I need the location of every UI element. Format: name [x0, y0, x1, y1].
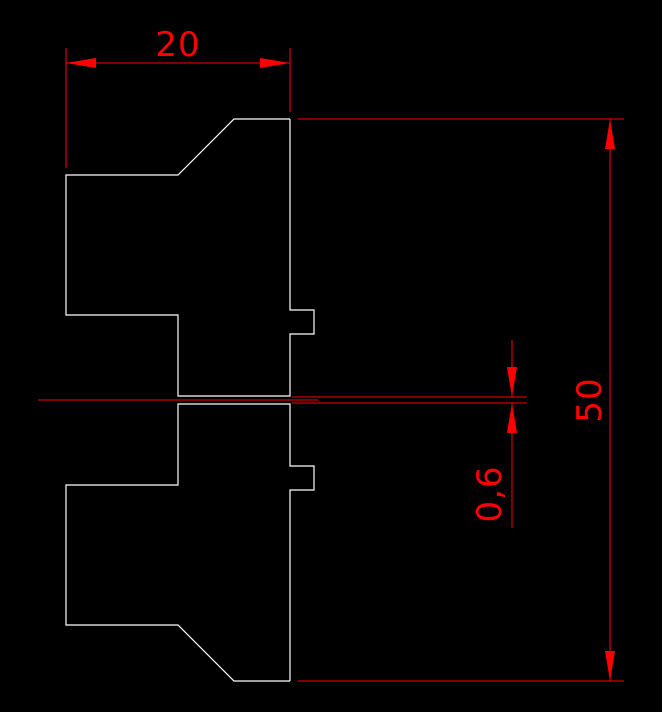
height-arrow-top	[605, 119, 615, 149]
gap-arrow-lower	[507, 403, 517, 433]
upper-part-outline	[65, 118, 315, 397]
width-arrow-right	[260, 58, 290, 68]
lower-part-outline	[65, 403, 315, 682]
width-dimension-label: 20	[155, 25, 200, 65]
height-dimension-label: 50	[570, 377, 610, 422]
height-arrow-bottom	[605, 651, 615, 681]
gap-arrow-upper	[507, 367, 517, 397]
gap-dimension-label: 0,6	[470, 465, 510, 522]
width-arrow-left	[66, 58, 96, 68]
